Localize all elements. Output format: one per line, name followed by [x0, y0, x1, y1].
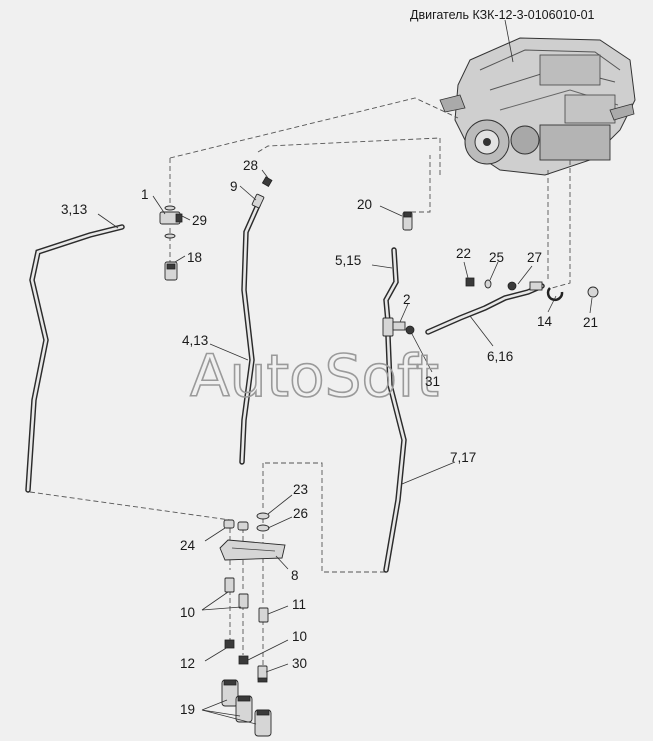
callout-23: 23 [293, 482, 308, 497]
callout-2: 2 [403, 292, 411, 307]
part-23-26-24-nuts [223, 512, 270, 532]
callout-24: 24 [180, 538, 196, 553]
part-14-clamp [546, 287, 564, 302]
callout-31: 31 [425, 374, 440, 389]
callout-9: 9 [230, 179, 238, 194]
callout-10-upper: 10 [180, 605, 195, 620]
callout-5-15: 5,15 [335, 253, 361, 268]
callout-10-lower: 10 [292, 629, 307, 644]
callout-22: 22 [456, 246, 471, 261]
callout-21: 21 [583, 315, 598, 330]
callout-8: 8 [291, 568, 299, 583]
callout-12: 12 [180, 656, 195, 671]
hose-5-15 [383, 247, 399, 325]
callout-29: 29 [192, 213, 207, 228]
callout-27: 27 [527, 250, 542, 265]
callout-30: 30 [292, 656, 307, 671]
part-31-clamp [405, 325, 415, 335]
hose-6-16 [425, 283, 545, 335]
leader-lines [97, 19, 593, 725]
part-19-filters [221, 679, 272, 737]
part-2-tee [382, 317, 406, 337]
hose-3-13 [25, 224, 125, 493]
part-20-fitting [402, 211, 413, 231]
hose-4-13 [239, 202, 261, 465]
callout-19: 19 [180, 702, 195, 717]
part-12-10-nuts [224, 639, 249, 665]
part-28-9-fitting [251, 176, 273, 209]
callout-28: 28 [243, 158, 258, 173]
part-22-25-27-fittings [465, 277, 543, 291]
callout-3-13: 3,13 [61, 202, 87, 217]
part-1-tee [159, 211, 183, 225]
callout-11: 11 [292, 597, 306, 612]
callout-20: 20 [357, 197, 372, 212]
callout-26: 26 [293, 506, 308, 521]
part-18-fitting [164, 261, 178, 281]
part-21-cap [587, 286, 599, 298]
hose-7-17 [383, 333, 407, 573]
callout-25: 25 [489, 250, 504, 265]
part-29-washers [164, 205, 176, 239]
callout-7-17: 7,17 [450, 450, 476, 465]
callout-1: 1 [141, 187, 149, 202]
callout-14: 14 [537, 314, 553, 329]
part-8-bracket [219, 539, 286, 561]
callout-4-13: 4,13 [182, 333, 208, 348]
watermark-text: AutoSoft [190, 342, 439, 410]
routing-dashed-lines [29, 97, 571, 668]
callout-18: 18 [187, 250, 202, 265]
part-30-valve [257, 665, 268, 683]
engine-illustration [439, 37, 636, 176]
engine-label: Двигатель КЗК-12-3-0106010-01 [410, 8, 595, 22]
part-10-11-fittings [224, 577, 269, 623]
callout-6-16: 6,16 [487, 349, 513, 364]
